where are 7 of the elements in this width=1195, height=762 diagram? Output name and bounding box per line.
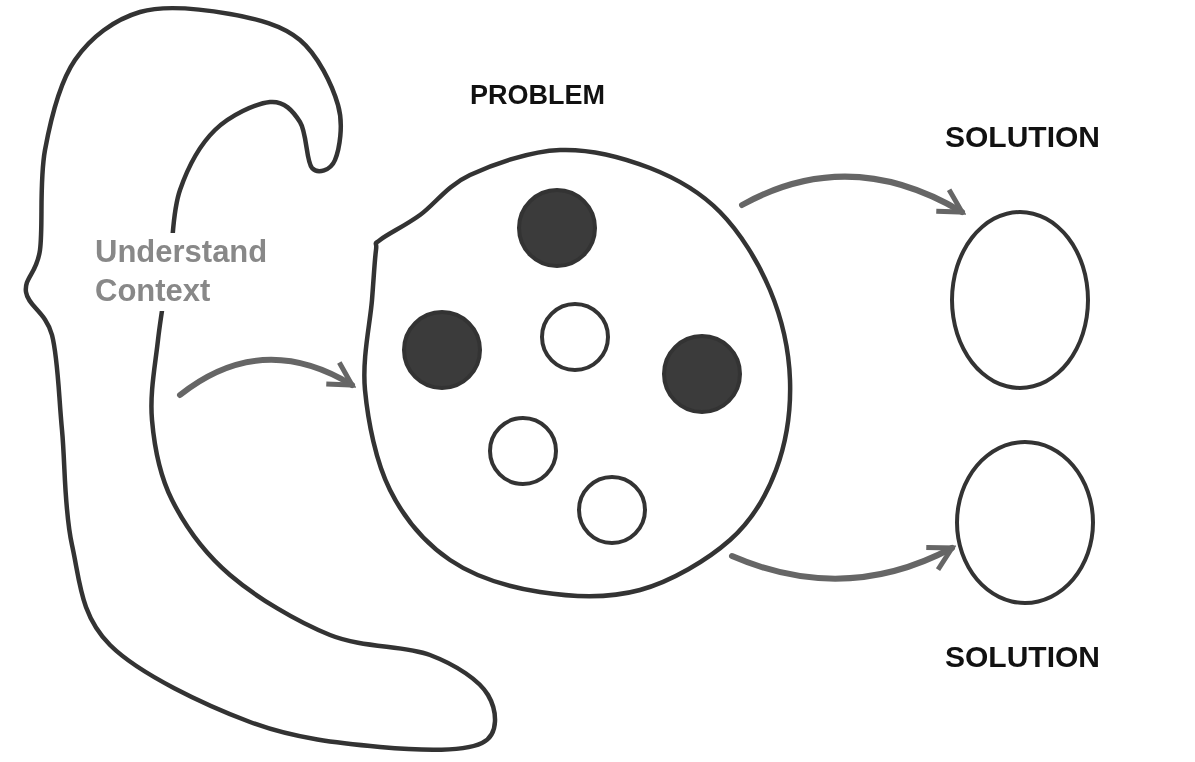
curved-arrow	[177, 357, 355, 398]
curved-arrow	[739, 173, 965, 215]
node-title: SOLUTION	[945, 640, 1100, 674]
node-title: PROBLEM	[470, 80, 605, 111]
node-title: SOLUTION	[945, 120, 1100, 154]
node-label: Understand Context	[95, 233, 265, 311]
curved-arrow	[729, 544, 955, 582]
